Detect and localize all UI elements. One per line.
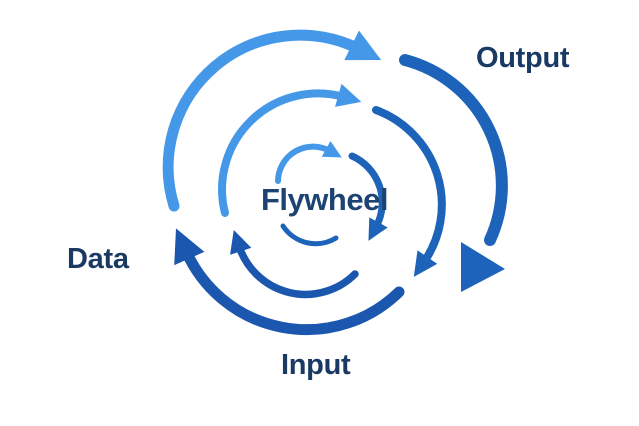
outer-right-arc-icon [399,54,508,246]
middle-top-arc-arrow-icon [218,83,362,217]
label-data: Data [67,243,129,275]
outer-top-arc-arrow-icon [162,29,382,212]
middle-right-arc-arrow-icon [372,106,446,277]
outer-bottom-arc-arrow-icon [174,228,405,336]
inner-bottom-arc-icon [280,223,339,247]
label-output: Output [476,42,570,74]
inner-right-arc-arrow-icon [348,152,388,241]
inner-top-arc-arrow-icon [275,140,342,184]
middle-bottom-arc-arrow-icon [230,229,359,299]
label-input: Input [281,349,351,381]
diagram-title: Flywheel [261,182,388,217]
output-big-arrowhead-icon [461,242,505,292]
